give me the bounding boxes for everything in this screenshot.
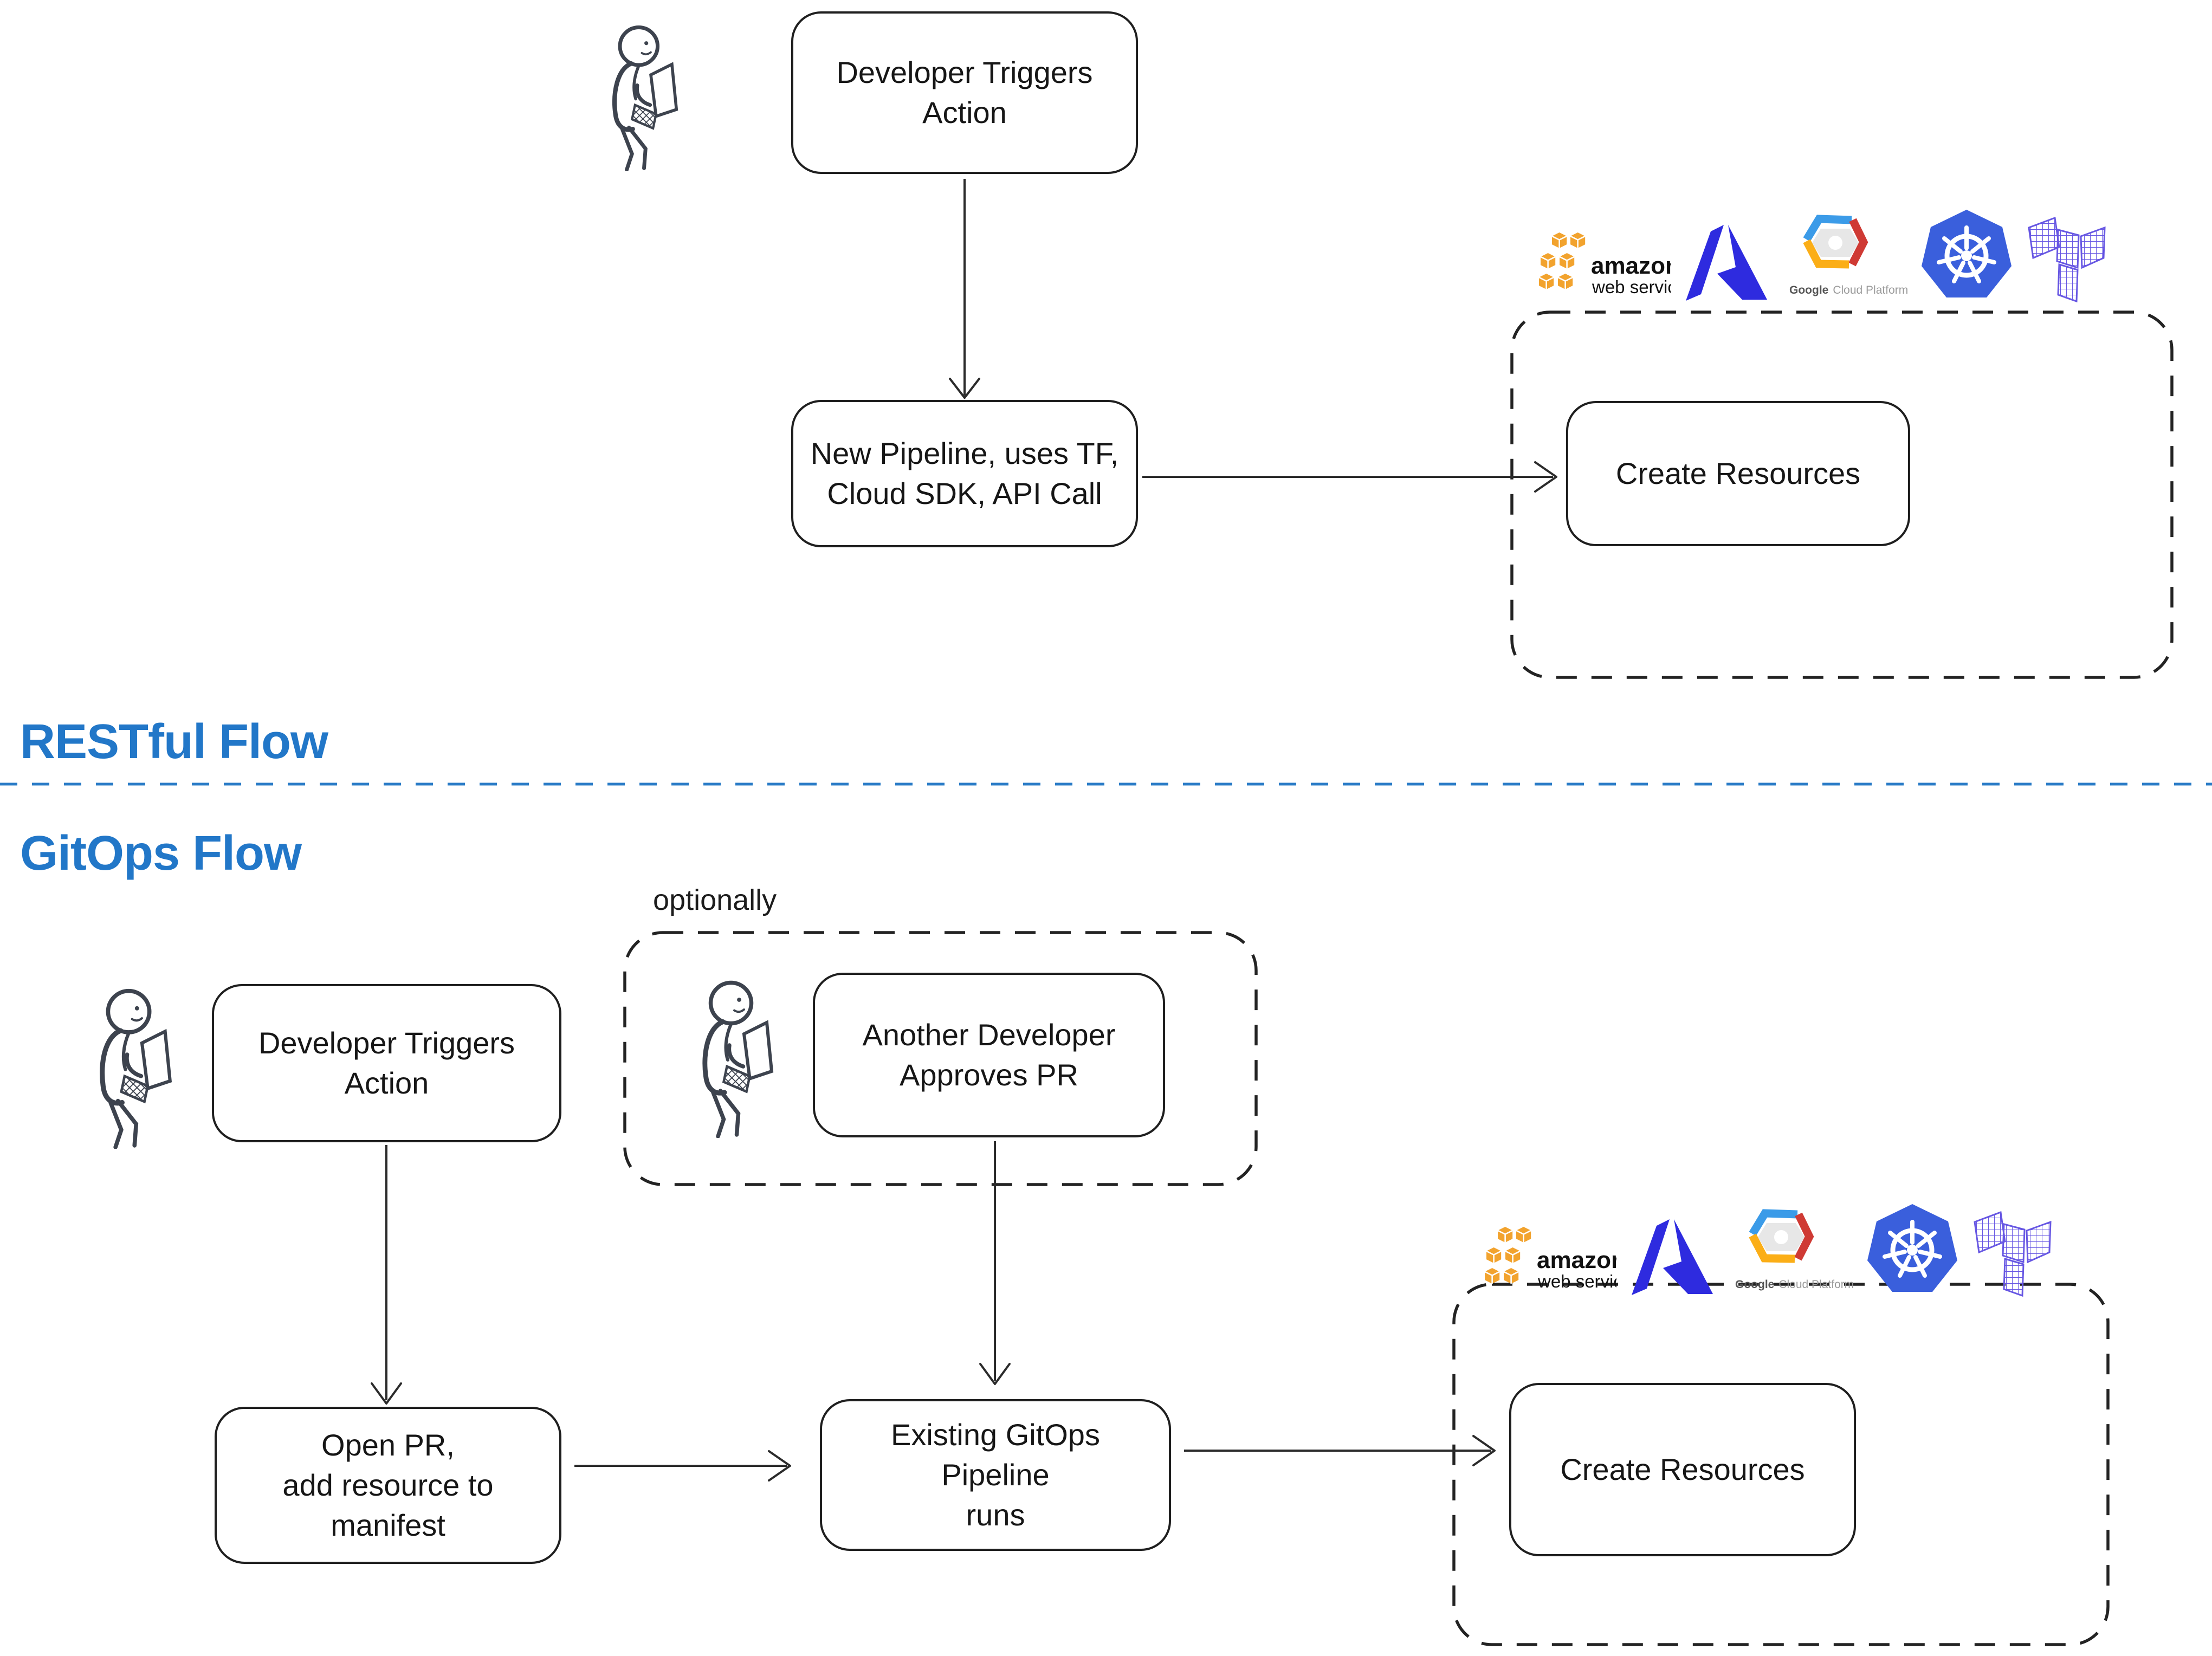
- arrow-pipeline-to-create-top: [1142, 461, 1557, 493]
- box-create-resources-top: Create Resources: [1566, 401, 1910, 546]
- box-create-resources-bottom: Create Resources: [1509, 1383, 1856, 1556]
- gitops-target-container: [1452, 1283, 2110, 1646]
- developer-figure-bottom: [77, 984, 177, 1149]
- aws-wordmark: amazon: [1537, 1247, 1616, 1273]
- optionally-label: optionally: [653, 884, 777, 916]
- arrow-approver-down: [979, 1141, 1011, 1385]
- restful-target-container: [1510, 310, 2174, 679]
- arrow-dev-to-pipeline: [949, 179, 980, 399]
- terraform-icon: [2028, 216, 2106, 303]
- aws-wordmark: amazon: [1591, 253, 1671, 279]
- box-developer-triggers-action-top: Developer Triggers Action: [791, 11, 1138, 174]
- gitops-flow-label: GitOps Flow: [20, 826, 302, 881]
- developer-figure-approver: [681, 975, 778, 1138]
- aws-subtitle: web services: [1592, 277, 1671, 297]
- azure-icon: [1686, 225, 1767, 301]
- box-open-pr: Open PR, add resource to manifest: [215, 1407, 561, 1564]
- aws-subtitle: web services: [1537, 1271, 1616, 1291]
- arrow-dev-to-openpr: [371, 1145, 402, 1405]
- arrow-gitops-to-create-bottom: [1184, 1435, 1496, 1466]
- box-another-developer-approves: Another Developer Approves PR: [813, 973, 1165, 1137]
- box-existing-gitops-pipeline: Existing GitOps Pipeline runs: [820, 1399, 1171, 1551]
- box-developer-triggers-action-bottom: Developer Triggers Action: [212, 984, 561, 1142]
- kubernetes-icon: [1867, 1204, 1957, 1292]
- kubernetes-icon: [1922, 210, 2012, 297]
- optionally-container: [623, 931, 1258, 1186]
- aws-icon: amazon web services: [1484, 1226, 1616, 1291]
- arrow-openpr-to-gitops: [574, 1450, 791, 1482]
- aws-icon: amazon web services: [1538, 231, 1671, 297]
- box-new-pipeline: New Pipeline, uses TF, Cloud SDK, API Ca…: [791, 400, 1138, 547]
- restful-flow-label: RESTful Flow: [20, 715, 328, 769]
- terraform-icon: [1974, 1211, 2052, 1297]
- developer-figure-top: [591, 21, 684, 171]
- azure-icon: [1632, 1219, 1713, 1295]
